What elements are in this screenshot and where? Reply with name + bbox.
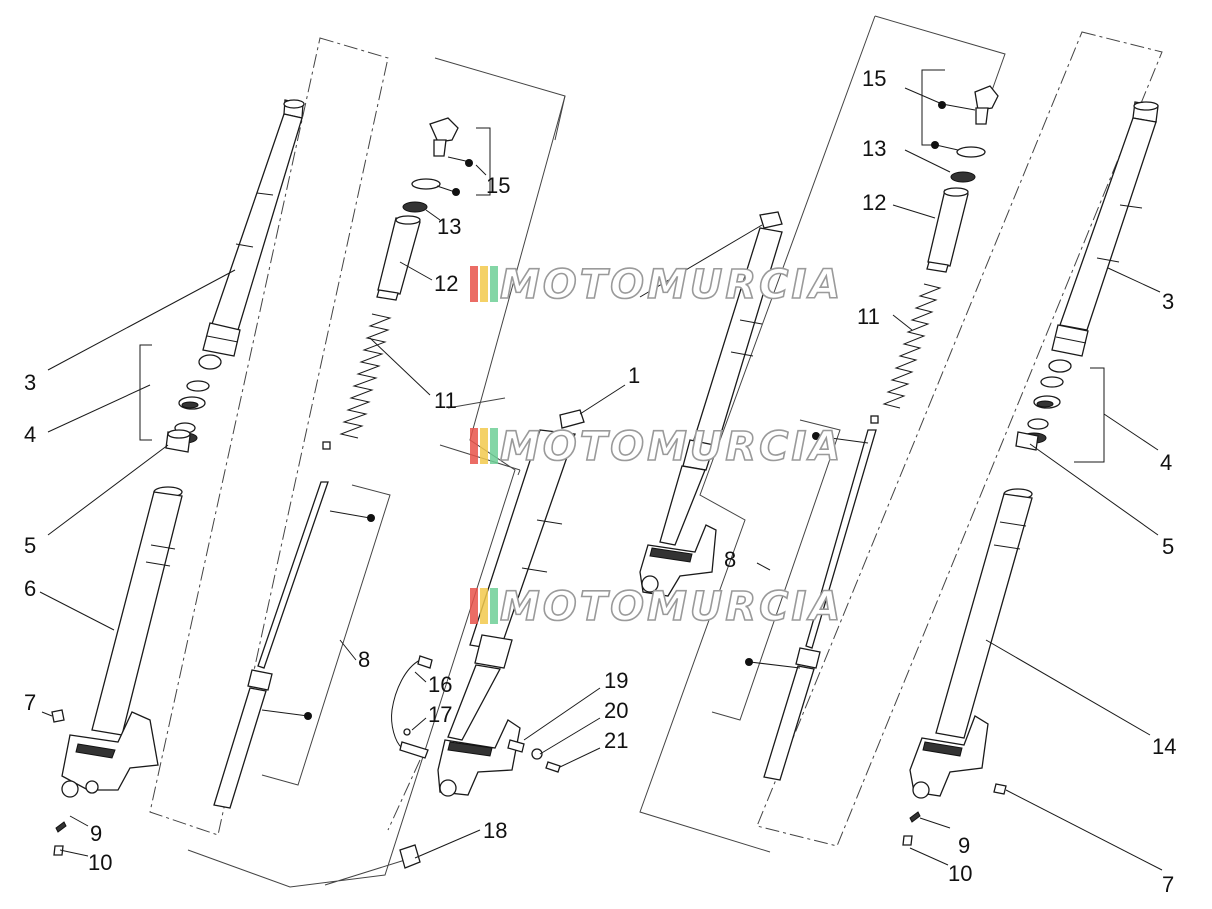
right-upper-tube xyxy=(1051,101,1159,357)
right-damper-rod xyxy=(763,415,879,781)
callout-9-left: 9 xyxy=(90,821,102,846)
left-upper-tube xyxy=(202,99,305,357)
watermark-bottom: MOTOMURCIA xyxy=(470,583,843,631)
callout-13-right: 13 xyxy=(862,136,886,161)
callout-12-left: 12 xyxy=(434,271,458,296)
callout-7-right: 7 xyxy=(1162,872,1174,897)
callout-10-left: 10 xyxy=(88,850,112,875)
callout-15-left: 15 xyxy=(486,173,510,198)
callout-17: 17 xyxy=(428,702,452,727)
callout-5-right: 5 xyxy=(1162,534,1174,559)
callout-4-left: 4 xyxy=(24,422,36,447)
watermark-brand: MOTOMURCIA xyxy=(500,424,843,470)
callout-19: 19 xyxy=(604,668,628,693)
left-spring xyxy=(339,313,392,439)
callout-11-right: 11 xyxy=(857,304,880,329)
callout-9-right: 9 xyxy=(958,833,970,858)
callout-20: 20 xyxy=(604,698,628,723)
callout-3-left: 3 xyxy=(24,370,36,395)
callout-12-right: 12 xyxy=(862,190,886,215)
center-sensor-parts xyxy=(387,655,561,869)
callout-5-left: 5 xyxy=(24,533,36,558)
watermark-brand: MOTOMURCIA xyxy=(500,584,843,630)
left-cartridge-parts xyxy=(376,117,459,301)
left-damper-rod xyxy=(213,441,331,809)
callout-10-right: 10 xyxy=(948,861,972,886)
callout-6: 6 xyxy=(24,576,36,601)
right-cartridge-parts xyxy=(926,85,999,273)
callout-21: 21 xyxy=(604,728,628,753)
watermark-top: MOTOMURCIA xyxy=(470,261,843,309)
right-lower-slider xyxy=(902,488,1033,846)
callout-3-right: 3 xyxy=(1162,289,1174,314)
left-lower-slider xyxy=(51,486,183,856)
callout-8-left: 8 xyxy=(358,647,370,672)
callout-18: 18 xyxy=(483,818,507,843)
callout-4-right: 4 xyxy=(1160,450,1172,475)
left-bushing-set xyxy=(165,354,222,453)
center-right-fork-assembly xyxy=(639,211,783,597)
callout-7-left: 7 xyxy=(24,690,36,715)
callout-14: 14 xyxy=(1152,734,1176,759)
right-spring xyxy=(882,283,942,409)
callout-11-left: 11 xyxy=(434,388,457,413)
callout-15-right: 15 xyxy=(862,66,886,91)
watermark-middle: MOTOMURCIA xyxy=(470,423,843,471)
watermark-brand: MOTOMURCIA xyxy=(500,262,843,308)
reference-dots xyxy=(304,101,946,720)
assembly-frames xyxy=(149,15,1163,888)
callout-16: 16 xyxy=(428,672,452,697)
leader-lines xyxy=(39,69,1163,871)
callout-numbers: 3 4 5 6 7 9 10 8 11 12 13 15 1 16 17 18 … xyxy=(24,66,1176,897)
callout-8-right: 8 xyxy=(724,547,736,572)
right-bushing-set xyxy=(1015,359,1072,451)
callout-1: 1 xyxy=(628,363,640,388)
callout-13-left: 13 xyxy=(437,214,461,239)
